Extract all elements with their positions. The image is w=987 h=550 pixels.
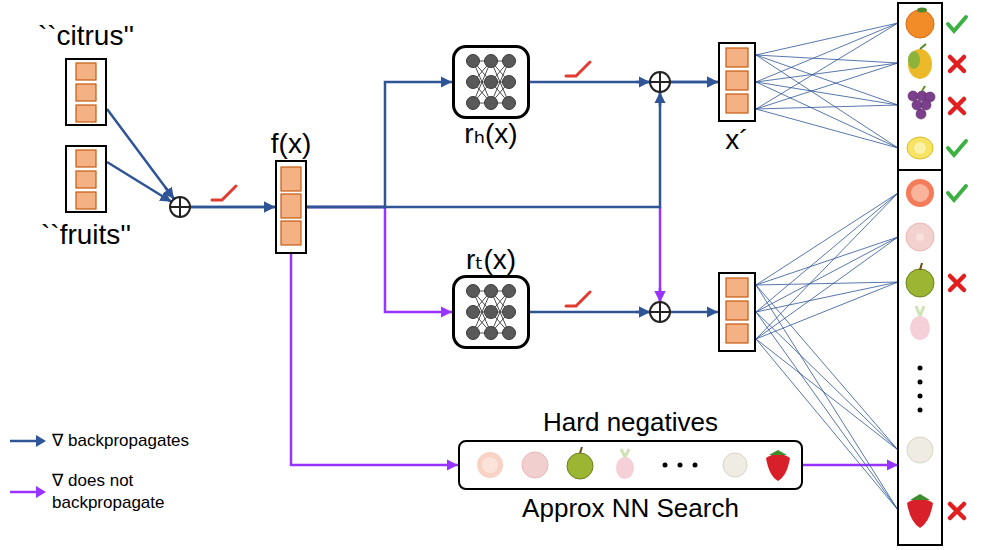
search-box: Hard negativesApprox NN Search bbox=[458, 440, 803, 490]
candidate-column bbox=[898, 3, 942, 545]
node-label: ``fruits'' bbox=[41, 219, 131, 251]
network-box: rₜ(x) bbox=[452, 275, 530, 349]
node-label: x´ bbox=[725, 124, 748, 156]
legend-item: ∇ does not backpropagate bbox=[8, 470, 172, 514]
connector-arrow bbox=[291, 254, 458, 465]
legend-arrow bbox=[8, 484, 48, 500]
vector-box-outline bbox=[719, 273, 755, 351]
fruit-images bbox=[906, 8, 935, 529]
sum-symbol bbox=[170, 72, 670, 322]
network-box: rₕ(x) bbox=[452, 45, 530, 119]
vector-box: f(x) bbox=[275, 160, 307, 254]
connector-arrow bbox=[107, 109, 275, 207]
node-label: f(x) bbox=[271, 128, 311, 160]
node-label: ``citrus'' bbox=[38, 20, 134, 52]
input-arrowheads bbox=[162, 82, 660, 312]
connector-arrow bbox=[307, 82, 452, 207]
vector-box: ``citrus'' bbox=[65, 58, 107, 126]
connector-arrow bbox=[107, 162, 275, 207]
check-marks bbox=[948, 17, 966, 518]
node-label: Hard negatives bbox=[543, 408, 718, 438]
score-lines bbox=[756, 23, 898, 510]
network-icon bbox=[467, 55, 516, 110]
legend-arrow bbox=[8, 433, 48, 449]
legend-item: ∇ backpropagates bbox=[8, 430, 189, 452]
relu-symbol bbox=[212, 62, 590, 306]
connector-arrow bbox=[307, 82, 718, 207]
wire bbox=[530, 311, 650, 314]
vector-cells bbox=[76, 48, 748, 343]
negative-images bbox=[477, 447, 790, 481]
column-divider bbox=[898, 169, 942, 171]
network-icon bbox=[467, 285, 516, 340]
legend-text: ∇ backpropagates bbox=[52, 430, 189, 452]
connector-arrow bbox=[307, 207, 452, 312]
vector-box: ``fruits'' bbox=[65, 145, 107, 213]
node-label: rₕ(x) bbox=[464, 118, 517, 150]
wire bbox=[670, 311, 718, 314]
legend-text: ∇ does not backpropagate bbox=[52, 470, 172, 514]
vector-box: x´ bbox=[718, 42, 756, 122]
wire bbox=[659, 207, 662, 302]
wire bbox=[803, 464, 898, 467]
node-label: Approx NN Search bbox=[522, 494, 739, 524]
node-label: rₜ(x) bbox=[466, 244, 516, 276]
